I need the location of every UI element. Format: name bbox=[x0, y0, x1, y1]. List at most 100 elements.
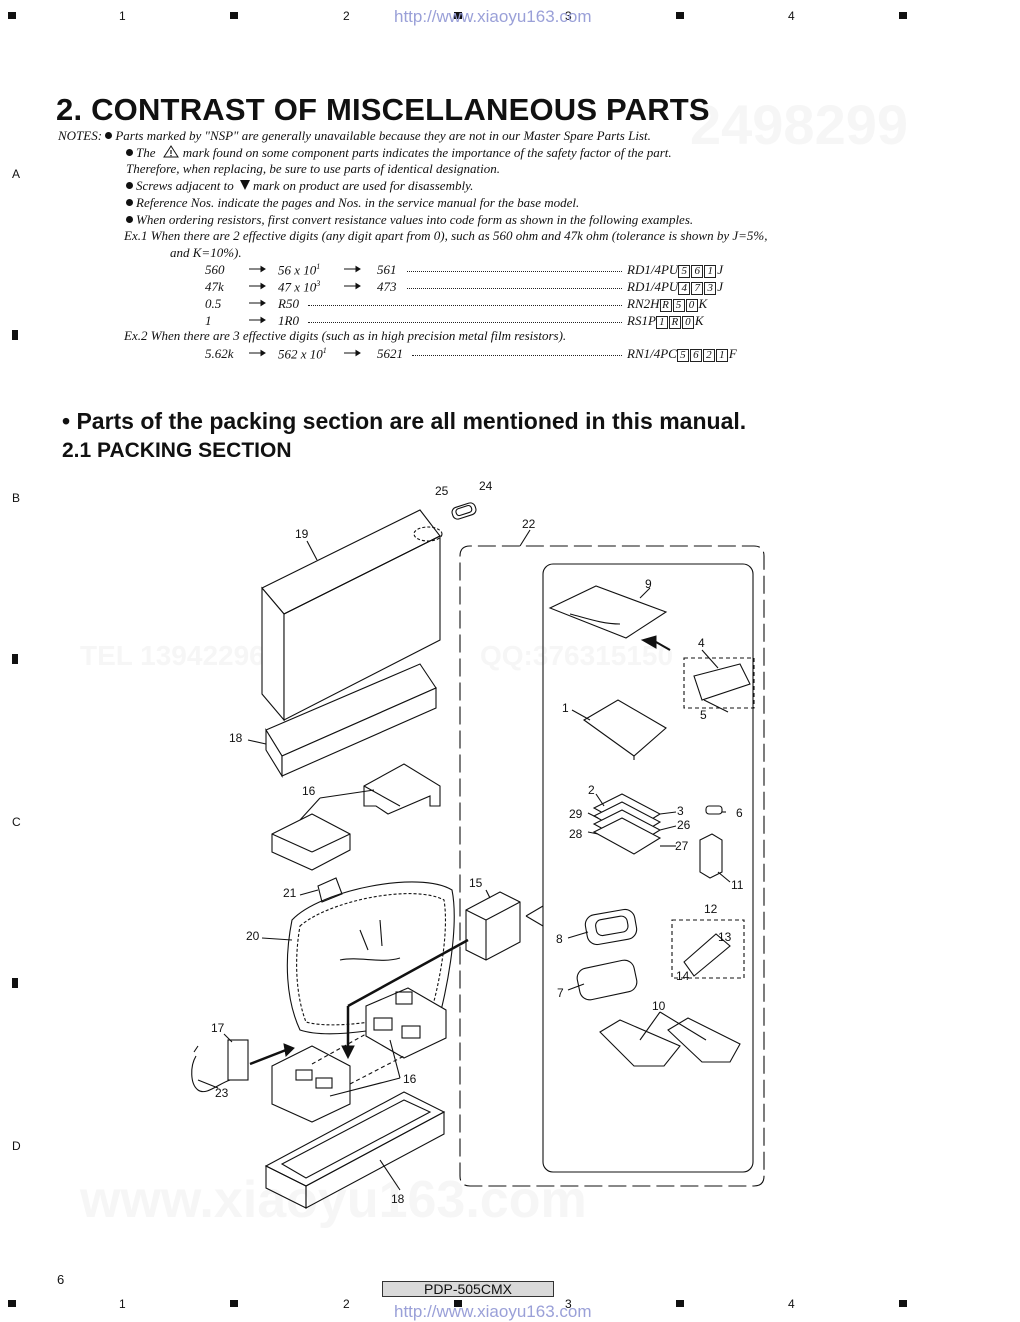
tolerance-suffix: K bbox=[694, 313, 704, 328]
resistor-code: 1R0 bbox=[278, 313, 299, 328]
callout-label: 18 bbox=[229, 731, 243, 745]
callout-label: 1 bbox=[562, 701, 569, 715]
callout-label: 14 bbox=[676, 969, 690, 983]
arrow-icons bbox=[249, 265, 266, 357]
code-digit-box: 3 bbox=[704, 282, 717, 295]
example-2-text: Ex.2 When there are 3 effective digits (… bbox=[124, 328, 567, 343]
part-prefix: RD1/4PU bbox=[627, 279, 679, 294]
side-mark bbox=[12, 330, 18, 340]
callout-label: 7 bbox=[557, 986, 564, 1000]
note-text: mark on product are used for disassembly… bbox=[252, 178, 474, 194]
resistor-value: 1 bbox=[205, 313, 212, 328]
callout-label: 22 bbox=[522, 517, 536, 531]
registration-mark bbox=[454, 12, 462, 19]
callout-label: 24 bbox=[479, 479, 493, 493]
callout-label: 29 bbox=[569, 807, 583, 821]
column-number: 3 bbox=[565, 1297, 572, 1311]
code-digit-box: 1 bbox=[715, 349, 728, 362]
callout-label: 15 bbox=[469, 876, 483, 890]
exponent: 1 bbox=[316, 262, 321, 271]
section-title: 2.1 PACKING SECTION bbox=[62, 439, 292, 462]
part-prefix: RN1/4PC bbox=[627, 346, 677, 361]
code-digit-box: R bbox=[668, 316, 681, 329]
callout-label: 4 bbox=[698, 636, 705, 650]
leader-dots bbox=[412, 355, 622, 356]
header-url[interactable]: http://www.xiaoyu163.com bbox=[394, 7, 592, 26]
code-digit-box: 5 bbox=[676, 349, 689, 362]
example-1-text: and K=10%). bbox=[170, 244, 242, 260]
code-digit-box: 0 bbox=[685, 299, 698, 312]
callout-label: 16 bbox=[302, 784, 316, 798]
code-digit-box: 7 bbox=[691, 282, 704, 295]
code-digit-box: 4 bbox=[678, 282, 691, 295]
callout-label: 17 bbox=[211, 1021, 225, 1035]
column-number: 2 bbox=[343, 1297, 350, 1311]
callout-label: 12 bbox=[704, 902, 718, 916]
resistor-code: 5621 bbox=[377, 346, 403, 361]
registration-mark bbox=[676, 1300, 684, 1307]
part-prefix: RN2H bbox=[627, 296, 660, 311]
column-number: 3 bbox=[565, 9, 572, 23]
bullet-icon bbox=[105, 132, 113, 139]
row-letter: A bbox=[12, 167, 21, 181]
code-digit-box: 1 bbox=[655, 316, 668, 329]
leader-dots bbox=[308, 322, 622, 323]
leader-dots bbox=[407, 271, 622, 272]
callout-label: 2 bbox=[588, 783, 595, 797]
watermark-site: www.xiaoyu163.com bbox=[80, 1171, 587, 1229]
warning-triangle-icon bbox=[162, 144, 179, 158]
registration-mark bbox=[230, 12, 238, 19]
code-digit-box: R bbox=[659, 299, 672, 312]
callout-label: 9 bbox=[645, 577, 652, 591]
side-mark bbox=[12, 654, 18, 664]
page-number: 6 bbox=[57, 1272, 65, 1287]
callout-label: 20 bbox=[246, 929, 260, 943]
arrow-icons bbox=[344, 265, 361, 357]
callout-label: 5 bbox=[700, 708, 707, 722]
column-number: 1 bbox=[119, 9, 126, 23]
down-triangle-icon bbox=[239, 180, 250, 191]
multiplier-text: 562 x 10 bbox=[278, 346, 323, 362]
code-digit-box: 6 bbox=[691, 265, 704, 278]
callout-label: 6 bbox=[736, 806, 743, 820]
resistor-code: 473 bbox=[377, 279, 397, 294]
notes-label: NOTES: bbox=[58, 128, 103, 143]
resistor-value: 0.5 bbox=[205, 296, 222, 311]
callout-label: 10 bbox=[652, 999, 666, 1013]
note-text: Parts marked by "NSP" are generally unav… bbox=[115, 128, 651, 143]
tolerance-suffix: J bbox=[717, 262, 724, 277]
column-number: 4 bbox=[788, 9, 795, 23]
notes-block: NOTES: Parts marked by "NSP" are general… bbox=[58, 128, 958, 262]
callout-label: 27 bbox=[675, 839, 689, 853]
row-letter: C bbox=[12, 815, 21, 829]
tolerance-suffix: F bbox=[728, 346, 737, 361]
callout-label: 23 bbox=[215, 1086, 229, 1100]
note-text: Reference Nos. indicate the pages and No… bbox=[136, 194, 580, 210]
callout-label: 19 bbox=[295, 527, 309, 541]
callout-label: 28 bbox=[569, 827, 583, 841]
row-letter: B bbox=[12, 491, 21, 505]
row-letter: D bbox=[12, 1139, 21, 1153]
bullet-icon bbox=[126, 148, 133, 156]
resistor-code: 561 bbox=[377, 262, 397, 277]
callout-label: 21 bbox=[283, 886, 297, 900]
resistor-multiplier: 56 x 101 bbox=[278, 262, 320, 278]
code-digit-box: 5 bbox=[678, 265, 691, 278]
callout-label: 25 bbox=[435, 484, 449, 498]
part-prefix: RS1P bbox=[627, 313, 656, 328]
exponent: 1 bbox=[322, 346, 327, 355]
footer-url[interactable]: http://www.xiaoyu163.com bbox=[394, 1302, 592, 1321]
code-digit-box: 0 bbox=[681, 316, 694, 329]
resistor-value: 5.62k bbox=[205, 346, 234, 361]
note-text: Therefore, when replacing, be sure to us… bbox=[126, 161, 500, 177]
column-number: 2 bbox=[343, 9, 350, 23]
callout-label: 8 bbox=[556, 932, 563, 946]
column-number: 1 bbox=[119, 1297, 126, 1311]
leader-dots bbox=[308, 305, 622, 306]
multiplier-text: 56 x 10 bbox=[278, 262, 317, 278]
callout-label: 3 bbox=[677, 804, 684, 818]
code-digit-box: 5 bbox=[672, 299, 685, 312]
registration-mark bbox=[8, 1300, 16, 1307]
